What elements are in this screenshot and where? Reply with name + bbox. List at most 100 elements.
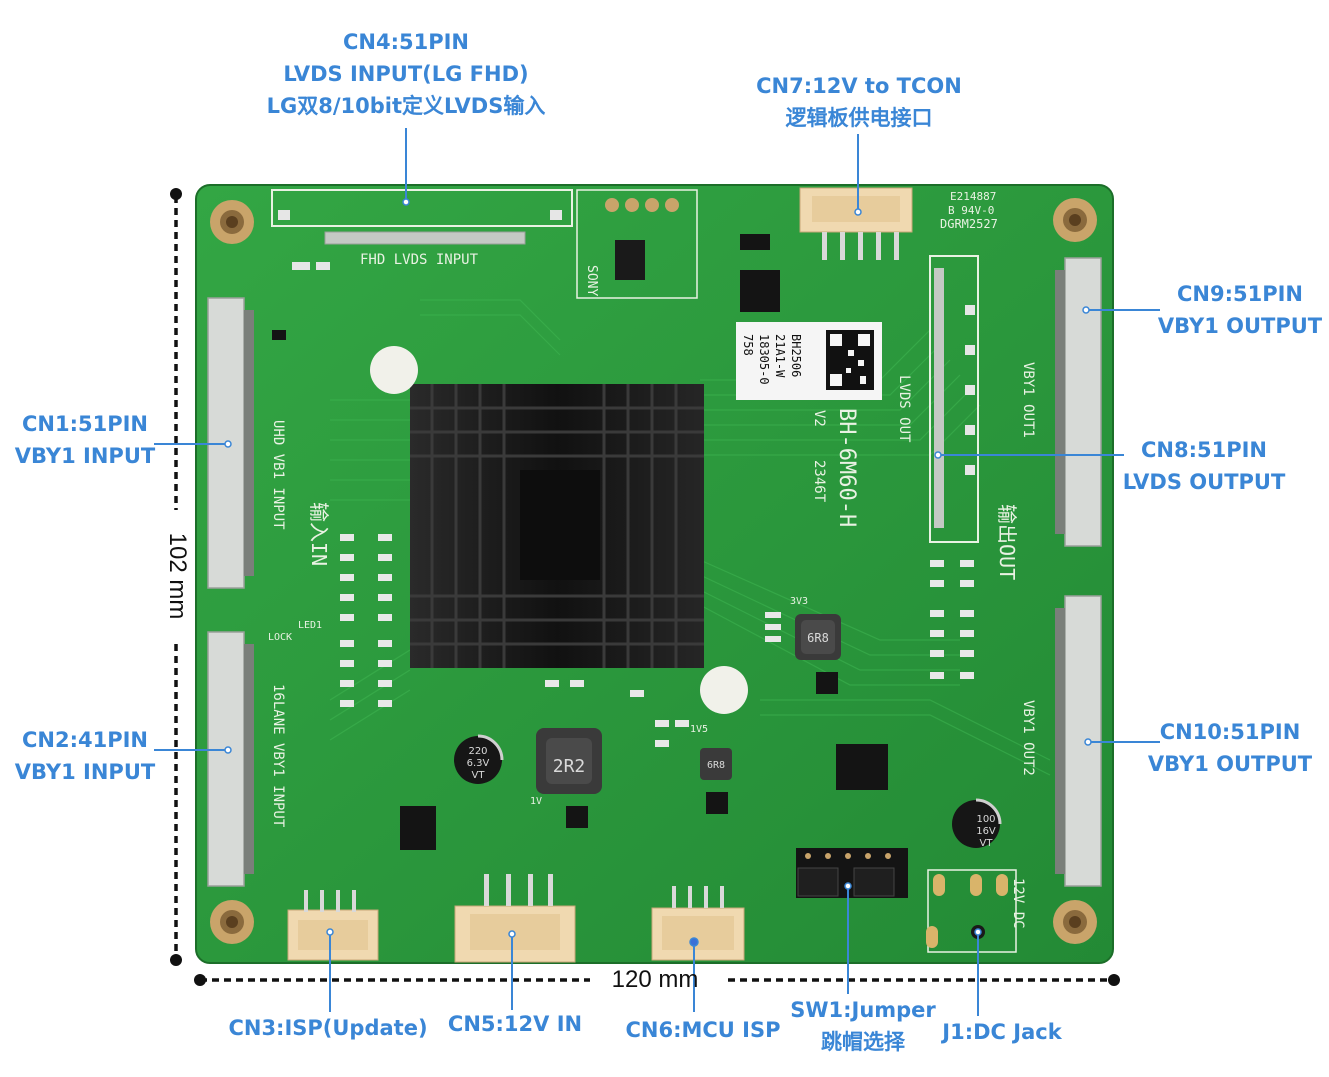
- dimension-lines: [174, 196, 1114, 982]
- callout-cn7-line1: CN7:12V to TCON: [756, 74, 962, 98]
- ic-u5: [740, 270, 780, 312]
- silk-lvds-out: LVDS OUT: [896, 375, 912, 443]
- passive-components: [340, 534, 974, 747]
- callout-leaders: [154, 128, 1160, 1016]
- silk-uhd-vb1-input: UHD VB1 INPUT: [270, 420, 286, 530]
- callout-sw1-line2: 跳帽选择: [821, 1030, 905, 1054]
- silk-output-cn: 输出OUT: [995, 504, 1019, 580]
- callout-cn8-line2: LVDS OUTPUT: [1122, 470, 1286, 494]
- silk-dgrm: DGRM2527: [940, 217, 998, 231]
- inductor-2r2: [536, 728, 602, 794]
- silk-inductor-6r8-bottom: 6R8: [707, 760, 725, 771]
- callout-cn9-line1: CN9:51PIN: [1177, 282, 1303, 306]
- silk-input-cn: 输入IN: [307, 502, 331, 566]
- callout-cn7-line2: 逻辑板供电接口: [785, 106, 933, 130]
- silk-rail-1v5: 1V5: [690, 724, 708, 735]
- silk-vby1-out2: VBY1 OUT2: [1020, 700, 1036, 776]
- callout-cn9: CN9:51PIN VBY1 OUTPUT: [1150, 278, 1329, 342]
- silk-sony: SONY: [584, 265, 599, 296]
- qr-sticker: [736, 322, 882, 400]
- silk-inductor-2r2: 2R2: [553, 756, 586, 777]
- silk-cap2-series: VT: [980, 838, 994, 849]
- callout-cn4: CN4:51PIN LVDS INPUT(LG FHD) LG双8/10bit定…: [256, 26, 556, 122]
- cn9-connector: [1055, 257, 1102, 547]
- cn6-connector: [651, 886, 745, 961]
- callout-j1: J1:DC Jack: [930, 1016, 1074, 1048]
- inductor-6r8-top: [795, 614, 841, 660]
- callout-cn10-line2: VBY1 OUTPUT: [1147, 752, 1313, 776]
- callout-j1-line1: J1:DC Jack: [942, 1020, 1062, 1044]
- silk-inductor-6r8-top: 6R8: [807, 631, 829, 645]
- ic-center-lower: [566, 806, 588, 828]
- dimension-height: 102 mm: [164, 532, 191, 620]
- cn3-connector: [287, 890, 379, 961]
- silk-led1: LED1: [298, 620, 322, 631]
- cn8-connector: [929, 255, 979, 543]
- led-area: [272, 262, 330, 340]
- silk-ul-mark: E214887: [950, 190, 996, 203]
- callout-cn3: CN3:ISP(Update): [222, 1012, 434, 1044]
- silk-rail-1v: 1V: [530, 796, 542, 807]
- callout-cn4-line2: LVDS INPUT(LG FHD): [283, 62, 529, 86]
- silk-12v-dc: 12V DC: [1010, 878, 1026, 929]
- callout-sw1-line1: SW1:Jumper: [790, 998, 936, 1022]
- callout-cn7: CN7:12V to TCON 逻辑板供电接口: [744, 70, 974, 134]
- sw1-jumper-block: [796, 848, 908, 898]
- callout-cn5: CN5:12V IN: [440, 1008, 590, 1040]
- silk-cap1-series: VT: [472, 770, 486, 781]
- sticker-line-2: 21A1-W: [773, 334, 787, 378]
- callout-cn2-line2: VBY1 INPUT: [14, 760, 156, 784]
- cn2-connector: [207, 631, 254, 887]
- silk-date-code: 2346T: [811, 460, 827, 503]
- sticker-line-4: 758: [741, 334, 755, 356]
- callout-cn1-line1: CN1:51PIN: [22, 412, 148, 436]
- callout-cn10-line1: CN10:51PIN: [1159, 720, 1301, 744]
- j1-dc-jack: [926, 869, 1017, 953]
- cn4-connector: [271, 189, 573, 245]
- pcb-traces: [329, 299, 1051, 776]
- callout-sw1: SW1:Jumper 跳帽选择: [780, 994, 946, 1058]
- sticker-line-1: BH2506: [789, 334, 803, 377]
- ic-left-lower: [400, 806, 436, 850]
- callout-cn10: CN10:51PIN VBY1 OUTPUT: [1144, 716, 1316, 780]
- callout-cn8-line1: CN8:51PIN: [1141, 438, 1267, 462]
- silk-cap1-value: 220: [468, 746, 487, 757]
- ic-small-bottom: [706, 792, 728, 814]
- dimension-width: 120 mm: [611, 966, 699, 993]
- silk-16lane-input: 16LANE VBY1 INPUT: [270, 684, 286, 828]
- callout-cn5-line1: CN5:12V IN: [447, 1012, 583, 1036]
- sticker-line-3: 18305-0: [757, 334, 771, 385]
- cn7-connector: [799, 187, 913, 260]
- callout-cn1: CN1:51PIN VBY1 INPUT: [6, 408, 164, 472]
- mounting-holes: [210, 198, 1097, 944]
- silk-lock: LOCK: [268, 632, 292, 643]
- callout-cn4-line3: LG双8/10bit定义LVDS输入: [266, 94, 546, 118]
- callout-cn9-line2: VBY1 OUTPUT: [1157, 314, 1323, 338]
- callout-cn1-line2: VBY1 INPUT: [14, 444, 156, 468]
- ic-mcu: [836, 744, 888, 790]
- capacitor-100uf: [952, 798, 1002, 848]
- callout-cn6: CN6:MCU ISP: [618, 1014, 788, 1046]
- ic-small-right: [816, 672, 838, 694]
- silk-rail-3v3: 3V3: [790, 596, 808, 607]
- silk-version: V2: [811, 410, 827, 427]
- silk-cap2-voltage: 16V: [976, 826, 996, 837]
- ic-small-1: [740, 234, 770, 250]
- callout-cn2-line1: CN2:41PIN: [22, 728, 148, 752]
- silk-fhd-lvds-input: FHD LVDS INPUT: [360, 252, 479, 268]
- silk-cap1-voltage: 6.3V: [467, 758, 490, 769]
- callout-anchors: [224, 198, 1092, 947]
- dimension-endpoints: [170, 188, 1120, 986]
- capacitor-220uf: [454, 734, 504, 784]
- silk-model: BH-6M60-H: [834, 408, 859, 527]
- cn5-connector: [454, 874, 576, 963]
- callout-cn2: CN2:41PIN VBY1 INPUT: [6, 724, 164, 788]
- silk-cap2-value: 100: [976, 814, 995, 825]
- silk-ul-rating: B 94V-0: [948, 204, 994, 217]
- callout-cn3-line1: CN3:ISP(Update): [228, 1016, 428, 1040]
- inductor-6r8-bottom: [700, 748, 732, 780]
- heatsink: [370, 346, 748, 714]
- callout-cn4-line1: CN4:51PIN: [343, 30, 469, 54]
- silk-vby1-out1: VBY1 OUT1: [1020, 362, 1036, 438]
